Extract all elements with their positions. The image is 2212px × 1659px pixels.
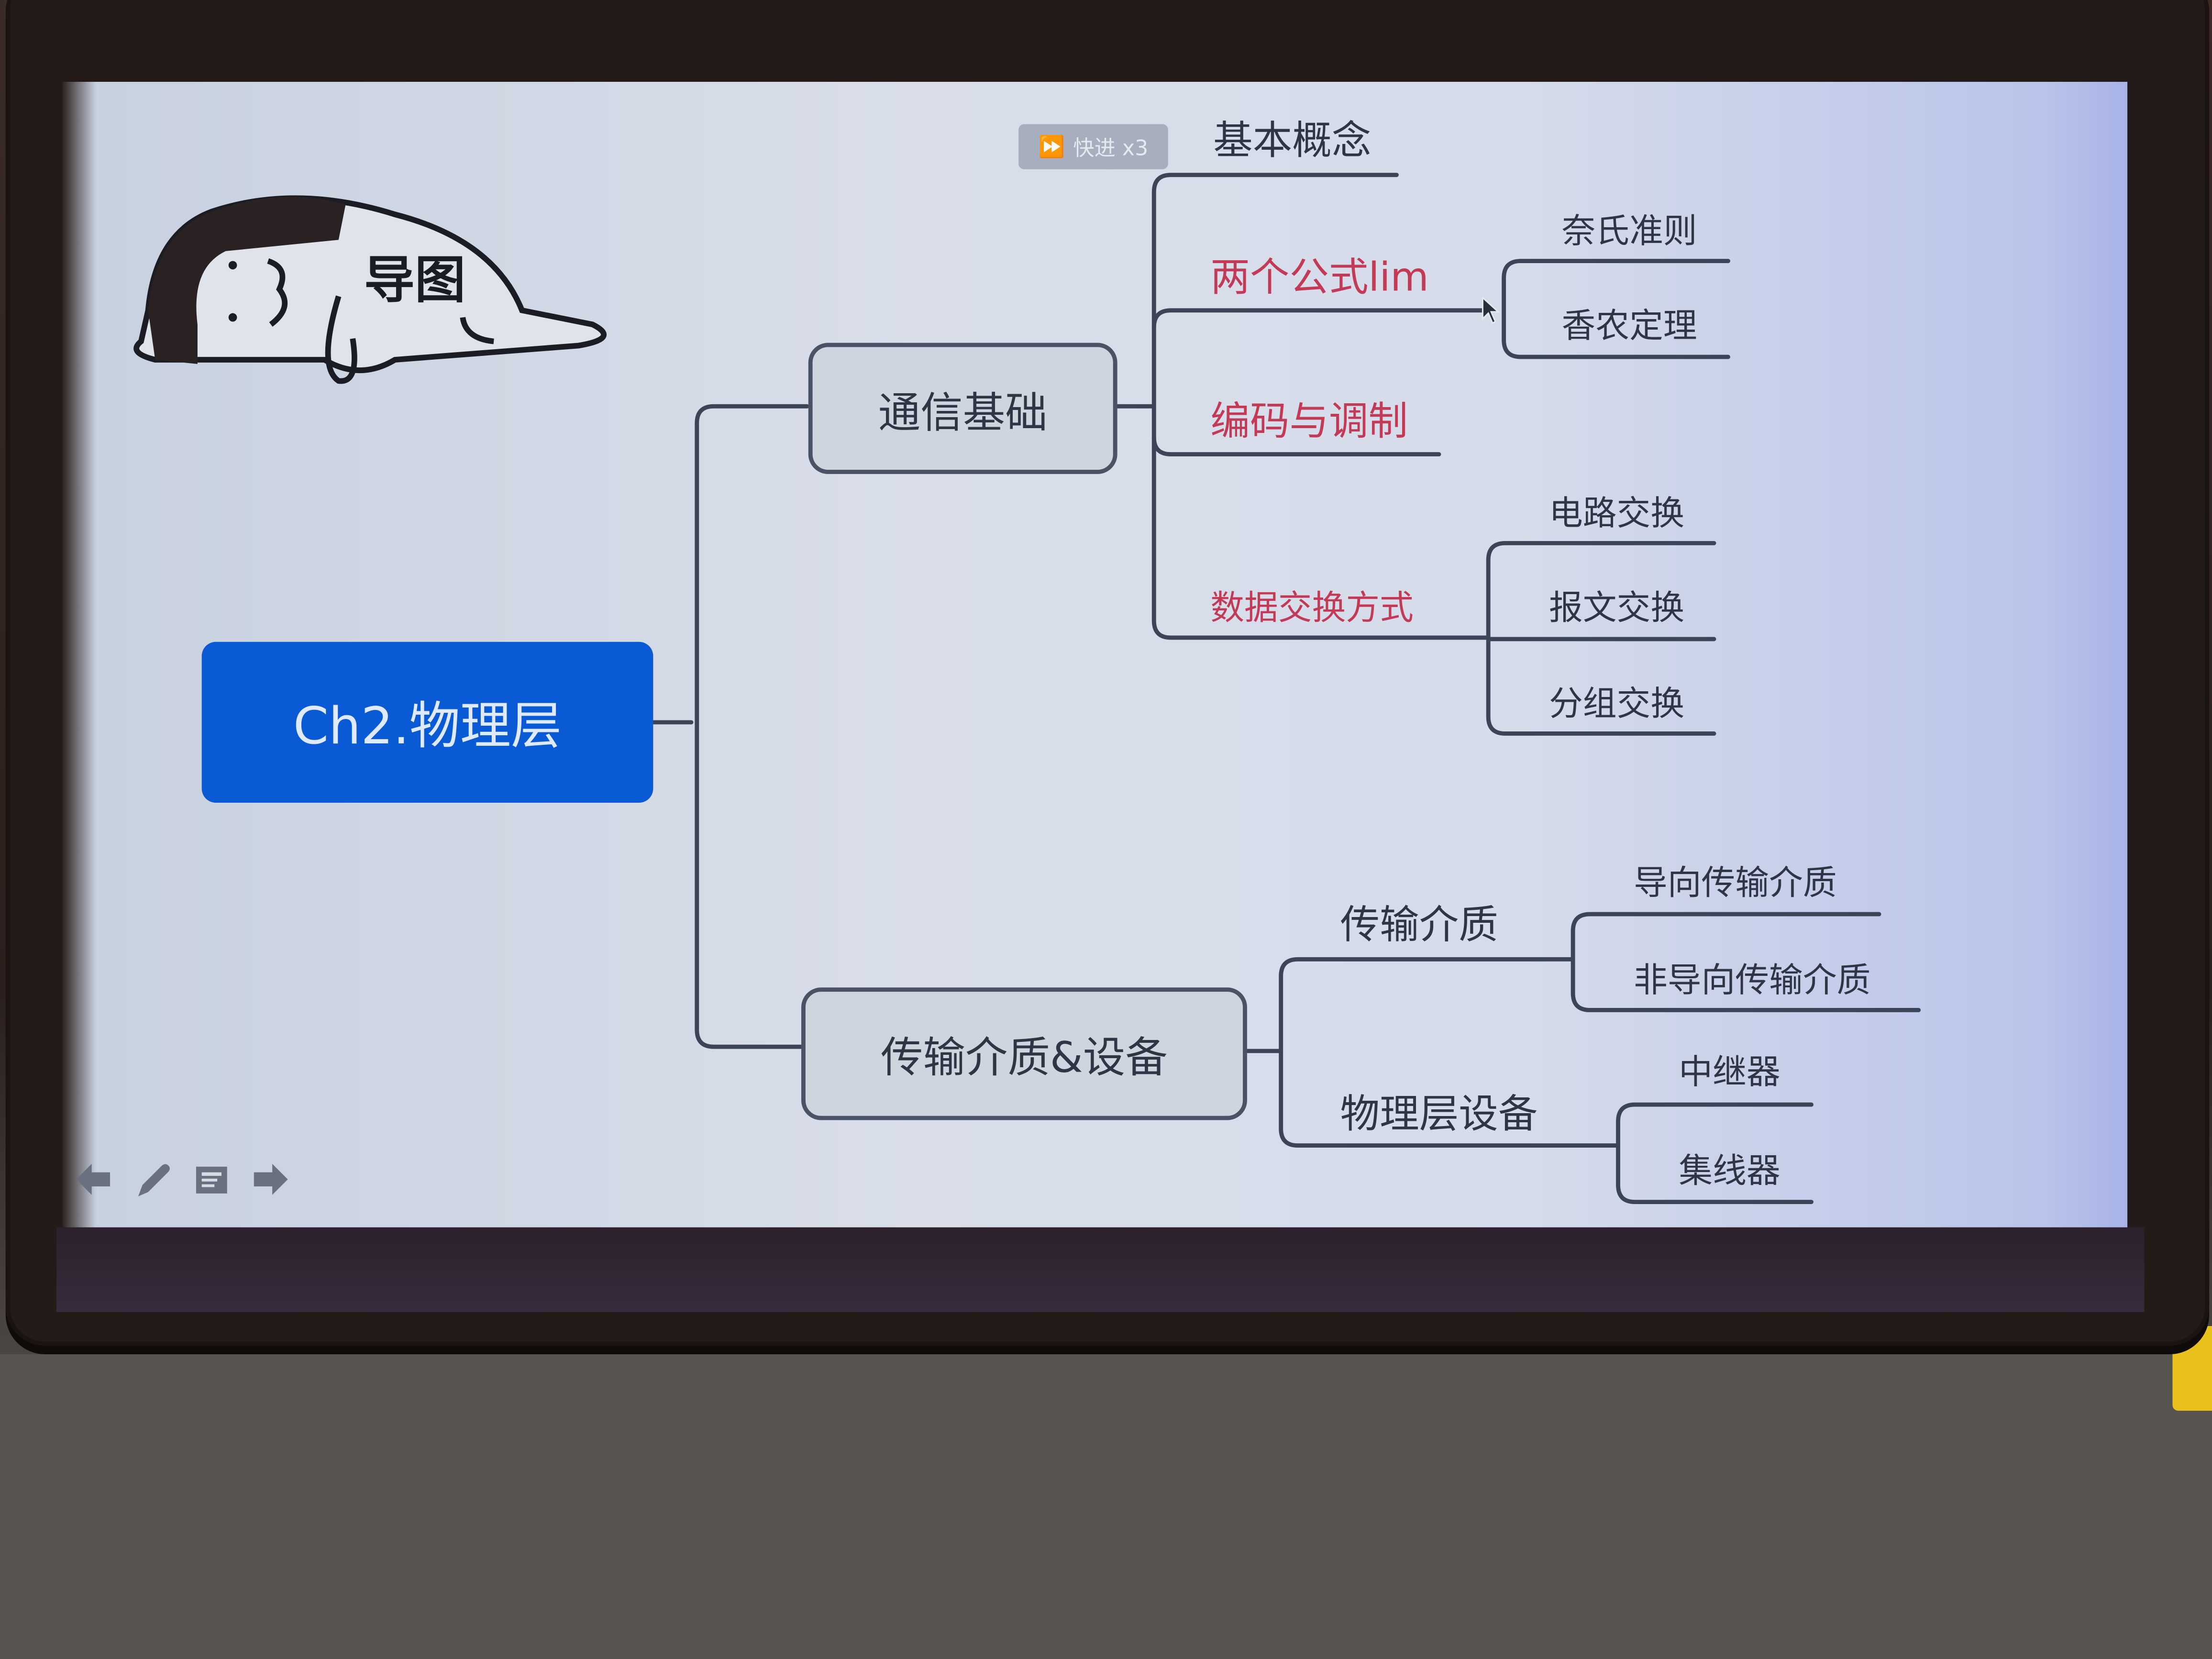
pen-tool-button[interactable] xyxy=(133,1160,172,1199)
branch-label: 通信基础 xyxy=(878,388,1048,438)
branch-node-media-devices[interactable]: 传输介质&设备 xyxy=(801,987,1247,1120)
notes-icon xyxy=(196,1166,227,1194)
pencil-icon xyxy=(138,1164,170,1196)
fast-forward-icon: ⏩ xyxy=(1038,134,1065,160)
leaf-repeater[interactable]: 中继器 xyxy=(1679,1052,1781,1092)
leaf-packet-switching[interactable]: 分组交换 xyxy=(1549,684,1685,724)
topic-transmission-media[interactable]: 传输介质 xyxy=(1340,901,1498,948)
topic-physical-devices[interactable]: 物理层设备 xyxy=(1340,1090,1538,1137)
next-arrow-icon xyxy=(254,1163,288,1195)
topic-encoding-modulation[interactable]: 编码与调制 xyxy=(1210,398,1408,444)
leaf-nyquist[interactable]: 奈氏准则 xyxy=(1561,211,1697,251)
root-label: Ch2.物理层 xyxy=(293,698,562,756)
bezel-reflection xyxy=(56,1227,2145,1312)
mascot-title: 导图 xyxy=(364,252,466,310)
leaf-message-switching[interactable]: 报文交换 xyxy=(1549,588,1685,628)
topic-two-formulas[interactable]: 两个公式lim xyxy=(1210,254,1429,301)
previous-arrow-icon xyxy=(76,1163,111,1195)
notes-button[interactable] xyxy=(192,1160,232,1199)
previous-slide-button[interactable] xyxy=(73,1160,113,1199)
fast-forward-badge[interactable]: ⏩ 快进 x3 xyxy=(1018,124,1168,169)
mouse-cursor-icon xyxy=(1482,296,1500,324)
topic-basic-concepts[interactable]: 基本概念 xyxy=(1213,117,1371,164)
branch-label: 传输介质&设备 xyxy=(881,1034,1168,1084)
slide-toolbar xyxy=(73,1160,290,1199)
leaf-hub[interactable]: 集线器 xyxy=(1679,1151,1781,1191)
fast-forward-label: 快进 x3 xyxy=(1073,134,1149,160)
mindmap-root-node[interactable]: Ch2.物理层 xyxy=(201,641,653,803)
screen-edge xyxy=(62,82,96,1228)
mascot-illustration xyxy=(133,195,607,384)
branch-node-communication-basics[interactable]: 通信基础 xyxy=(808,343,1117,474)
leaf-circuit-switching[interactable]: 电路交换 xyxy=(1549,494,1685,533)
leaf-unguided-media[interactable]: 非导向传输介质 xyxy=(1633,961,1871,1000)
leaf-guided-media[interactable]: 导向传输介质 xyxy=(1633,863,1837,903)
next-slide-button[interactable] xyxy=(251,1160,291,1199)
desk-surface xyxy=(0,1354,2212,1659)
leaf-shannon[interactable]: 香农定理 xyxy=(1561,306,1697,346)
topic-data-switching[interactable]: 数据交换方式 xyxy=(1210,588,1414,628)
